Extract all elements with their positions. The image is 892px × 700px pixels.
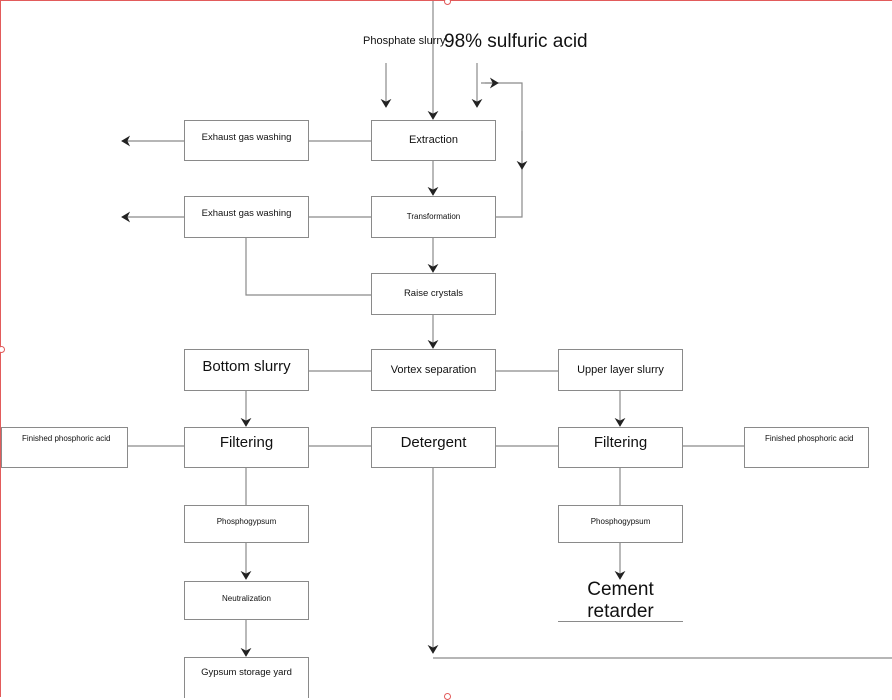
exhaust-gas-washing-label-1: Exhaust gas washing: [201, 132, 292, 143]
filtering-label-left: Filtering: [219, 434, 274, 451]
exhaust-gas-washing-label-2: Exhaust gas washing: [201, 208, 292, 219]
vortex-separation-label: Vortex separation: [390, 363, 477, 376]
selection-handle-left[interactable]: [0, 346, 5, 353]
transformation-label: Transformation: [406, 212, 461, 222]
phosphogypsum-label-right: Phosphogypsum: [590, 517, 651, 526]
raise-crystals-label: Raise crystals: [403, 287, 464, 299]
vortex-separation-box[interactable]: Vortex separation: [371, 349, 496, 391]
filtering-box-right[interactable]: Filtering: [558, 427, 683, 468]
bottom-slurry-box[interactable]: Bottom slurry: [184, 349, 309, 391]
filtering-label-right: Filtering: [593, 434, 648, 451]
detergent-label: Detergent: [400, 434, 467, 451]
detergent-box[interactable]: Detergent: [371, 427, 496, 468]
exhaust-gas-washing-box-2[interactable]: Exhaust gas washing: [184, 196, 309, 238]
finished-phosphoric-acid-label-right: Finished phosphoric acid: [765, 434, 854, 443]
phosphogypsum-box-right[interactable]: Phosphogypsum: [558, 505, 683, 543]
filtering-box-left[interactable]: Filtering: [184, 427, 309, 468]
bottom-slurry-label: Bottom slurry: [202, 358, 291, 375]
upper-layer-slurry-label: Upper layer slurry: [577, 363, 664, 376]
phosphate-slurry-label: Phosphate slurry: [363, 35, 446, 47]
raise-crystals-box[interactable]: Raise crystals: [371, 273, 496, 315]
selection-handle-top[interactable]: [444, 0, 451, 5]
phosphogypsum-box-left[interactable]: Phosphogypsum: [184, 505, 309, 543]
cement-retarder-box[interactable]: Cement retarder: [558, 579, 683, 622]
exhaust-gas-washing-box-1[interactable]: Exhaust gas washing: [184, 120, 309, 161]
sulfuric-acid-label: 98% sulfuric acid: [444, 31, 588, 52]
finished-phosphoric-acid-box-left[interactable]: Finished phosphoric acid: [1, 427, 128, 468]
extraction-label: Extraction: [409, 134, 458, 147]
upper-layer-slurry-box[interactable]: Upper layer slurry: [558, 349, 683, 391]
phosphogypsum-label-left: Phosphogypsum: [216, 517, 277, 526]
finished-phosphoric-acid-box-right[interactable]: Finished phosphoric acid: [744, 427, 869, 468]
neutralization-label: Neutralization: [222, 594, 271, 603]
gypsum-storage-yard-box[interactable]: Gypsum storage yard: [184, 657, 309, 698]
extraction-box[interactable]: Extraction: [371, 120, 496, 161]
exhaust-to-raise-crystals-line: [245, 238, 371, 296]
transformation-box[interactable]: Transformation: [371, 196, 496, 238]
gypsum-storage-yard-label: Gypsum storage yard: [201, 667, 292, 678]
finished-phosphoric-acid-label-left: Finished phosphoric acid: [22, 434, 111, 443]
neutralization-box[interactable]: Neutralization: [184, 581, 309, 620]
cement-retarder-label: Cement retarder: [587, 579, 654, 622]
